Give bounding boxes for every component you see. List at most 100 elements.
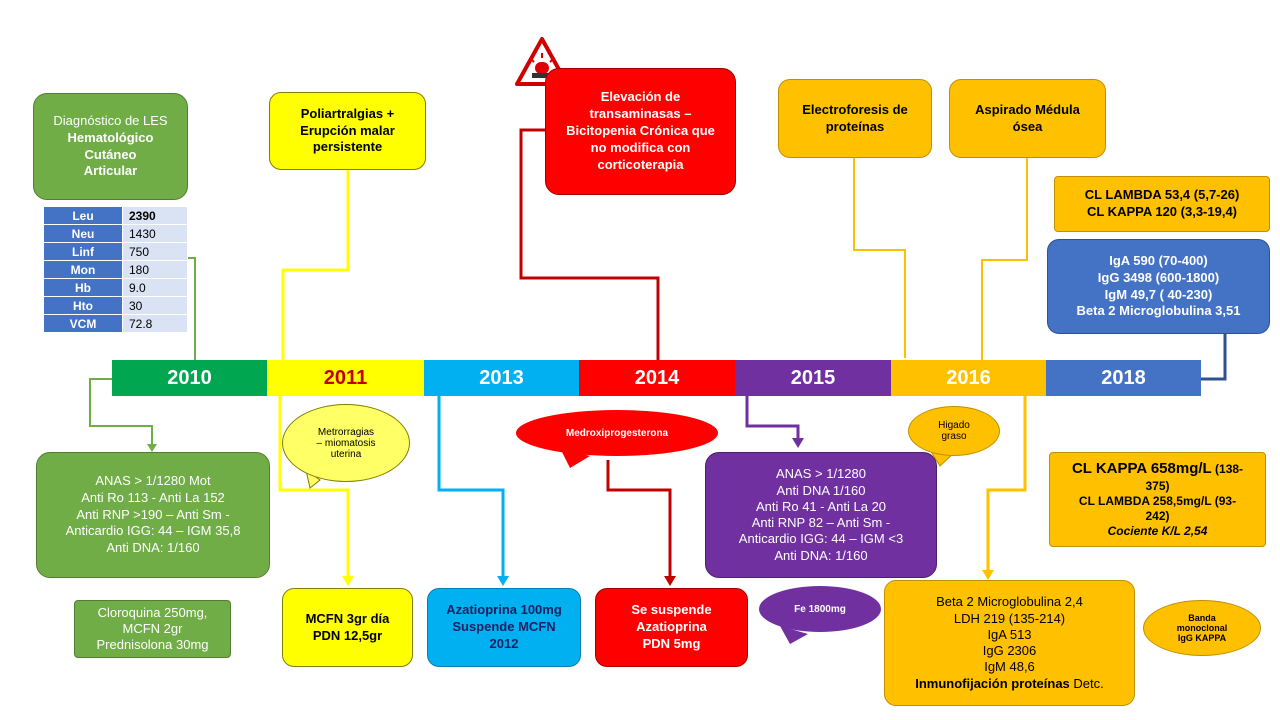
- bubble-higado-graso: Higado graso: [908, 406, 1000, 456]
- connector-aspirado: [981, 158, 1028, 360]
- lab-value: 9.0: [122, 278, 188, 297]
- bubble-fe: Fe 1800mg: [759, 586, 881, 632]
- box-anas-2015: ANAS > 1/1280 Anti DNA 1/160 Anti Ro 41 …: [705, 452, 937, 578]
- connector-2015-bottom: [745, 396, 800, 440]
- banda-line-2: monoclonal: [1176, 623, 1228, 633]
- box-2016-line-6: Inmunofijación proteínas Detc.: [915, 676, 1104, 692]
- connector-2014-bottom: [606, 460, 672, 578]
- box-2014-transaminases: Elevación de transaminasas – Bicitopenia…: [545, 68, 736, 195]
- medroxi-text: Medroxiprogesterona: [565, 427, 669, 439]
- ig-2018-line-4: Beta 2 Microglobulina 3,51: [1076, 303, 1241, 319]
- banda-line-3: IgG KAPPA: [1177, 633, 1227, 643]
- connector-2013-bottom: [437, 396, 505, 578]
- box-cl-2018: CL LAMBDA 53,4 (5,7-26) CL KAPPA 120 (3,…: [1054, 176, 1270, 232]
- box-treatment-2010: Cloroquina 250mg, MCFN 2gr Prednisolona …: [74, 600, 231, 658]
- lab-value: 72.8: [122, 314, 188, 333]
- kappa-line-5: Cociente K/L 2,54: [1107, 523, 1208, 538]
- diagnosis-line-4: Articular: [83, 163, 138, 179]
- connector-2011-top: [281, 170, 350, 360]
- bubble-metrorragias: Metrorragias – miomatosis uterina: [282, 404, 410, 482]
- kappa-small: (138-: [1211, 462, 1244, 477]
- arrowhead-2014: [664, 576, 676, 586]
- box-2011-bottom-line-1: MCFN 3gr día: [305, 610, 390, 626]
- lab-value: 30: [122, 296, 188, 315]
- box-2016-line-1: Beta 2 Microglobulina 2,4: [936, 594, 1083, 610]
- box-2014-line-3: Bicitopenia Crónica que: [566, 123, 715, 139]
- lab-value: 1430: [122, 224, 188, 243]
- treatment-2010-line-3: Prednisolona 30mg: [96, 637, 209, 653]
- kappa-big: CL KAPPA 658mg/L: [1071, 460, 1212, 478]
- box-2016-line-5: IgM 48,6: [984, 659, 1035, 675]
- box-2013-line-1: Azatioprina 100mg: [446, 602, 562, 618]
- anas-2015-line-4: Anti RNP 82 – Anti Sm -: [751, 515, 891, 530]
- box-2014-bottom-line-2: Azatioprina: [636, 619, 707, 635]
- timeline-year-2014: 2014: [579, 360, 735, 396]
- box-2013-treatment: Azatioprina 100mg Suspende MCFN 2012: [427, 588, 581, 667]
- lab-key: Leu: [43, 206, 123, 225]
- timeline-year-2013: 2013: [424, 360, 579, 396]
- ig-2018-line-3: IgM 49,7 ( 40-230): [1104, 286, 1213, 302]
- bubble-tail-fe: [780, 626, 808, 644]
- lab-value: 750: [122, 242, 188, 261]
- box-2013-line-3: 2012: [489, 635, 519, 651]
- box-ig-2018: IgA 590 (70-400) IgG 3498 (600-1800) IgM…: [1047, 239, 1270, 334]
- box-2011-symptoms: Poliartralgias + Erupción malar persiste…: [269, 92, 426, 170]
- anas-2010-line-2: Anti Ro 113 - Anti La 152: [81, 489, 225, 505]
- cl-2018-line-2: CL KAPPA 120 (3,3-19,4): [1086, 204, 1238, 219]
- box-2014-bottom-line-1: Se suspende: [631, 602, 712, 618]
- ig-2018-line-1: IgA 590 (70-400): [1109, 252, 1208, 268]
- box-2016-results: Beta 2 Microglobulina 2,4 LDH 219 (135-2…: [884, 580, 1135, 706]
- lab-value: 180: [122, 260, 188, 279]
- lab-key: VCM: [43, 314, 123, 333]
- connector-2018: [1201, 334, 1227, 381]
- box-2014-line-2: transaminasas –: [589, 106, 692, 122]
- kappa-line-1: CL KAPPA 658mg/L (138-: [1072, 460, 1243, 479]
- higado-line-1: Higado: [938, 420, 970, 431]
- box-2014-line-5: corticoterapia: [597, 156, 684, 172]
- arrowhead-2013: [497, 576, 509, 586]
- box-2013-line-2: Suspende MCFN: [452, 619, 556, 635]
- diagnosis-line-2: Hematológico: [67, 129, 154, 145]
- box-2014-line-1: Elevación de: [600, 89, 681, 105]
- timeline-year-2015: 2015: [735, 360, 891, 396]
- anas-2015-line-6: Anti DNA: 1/160: [774, 547, 868, 563]
- anas-2010-line-1: ANAS > 1/1280 Mot: [95, 472, 211, 488]
- anas-2010-line-4: Anticardio IGG: 44 – IGM 35,8: [65, 523, 241, 539]
- box-2011-treatment: MCFN 3gr día PDN 12,5gr: [282, 588, 413, 667]
- anas-2015-line-1: ANAS > 1/1280: [776, 466, 866, 482]
- fe-text: Fe 1800mg: [794, 603, 846, 615]
- box-2016-immunofixation: Inmunofijación proteínas: [915, 675, 1070, 691]
- kappa-line-2: 375): [1145, 478, 1170, 493]
- timeline-year-2018: 2018: [1046, 360, 1201, 396]
- ig-2018-line-2: IgG 3498 (600-1800): [1097, 269, 1220, 285]
- lab-key: Mon: [43, 260, 123, 279]
- metro-line-3: uterina: [330, 448, 362, 460]
- arrowhead-2016: [982, 570, 994, 580]
- arrowhead-2010: [147, 444, 157, 452]
- box-2016-line-3: IgA 513: [987, 626, 1032, 642]
- metro-line-2: – miomatosis: [316, 437, 376, 449]
- lab-key: Hto: [43, 296, 123, 315]
- box-2014-treatment: Se suspende Azatioprina PDN 5mg: [595, 588, 748, 667]
- box-2016-line-4: IgG 2306: [982, 643, 1037, 658]
- arrowhead-2015: [792, 438, 804, 448]
- box-cl-kappa: CL KAPPA 658mg/L (138- 375) CL LAMBDA 25…: [1049, 452, 1266, 547]
- anas-2015-line-5: Anticardio IGG: 44 – IGM <3: [738, 531, 904, 547]
- diagnosis-line-3: Cutáneo: [84, 146, 137, 162]
- box-anas-2010: ANAS > 1/1280 Mot Anti Ro 113 - Anti La …: [36, 452, 270, 578]
- timeline-year-2010: 2010: [112, 360, 267, 396]
- box-2016-line-2: LDH 219 (135-214): [953, 610, 1066, 626]
- electroforesis-line-2: proteínas: [825, 118, 885, 134]
- box-2011-line-3: persistente: [312, 139, 383, 155]
- higado-line-2: graso: [941, 431, 967, 442]
- treatment-2010-line-1: Cloroquina 250mg,: [97, 604, 208, 620]
- diagnosis-box: Diagnóstico de LES Hematológico Cutáneo …: [33, 93, 188, 200]
